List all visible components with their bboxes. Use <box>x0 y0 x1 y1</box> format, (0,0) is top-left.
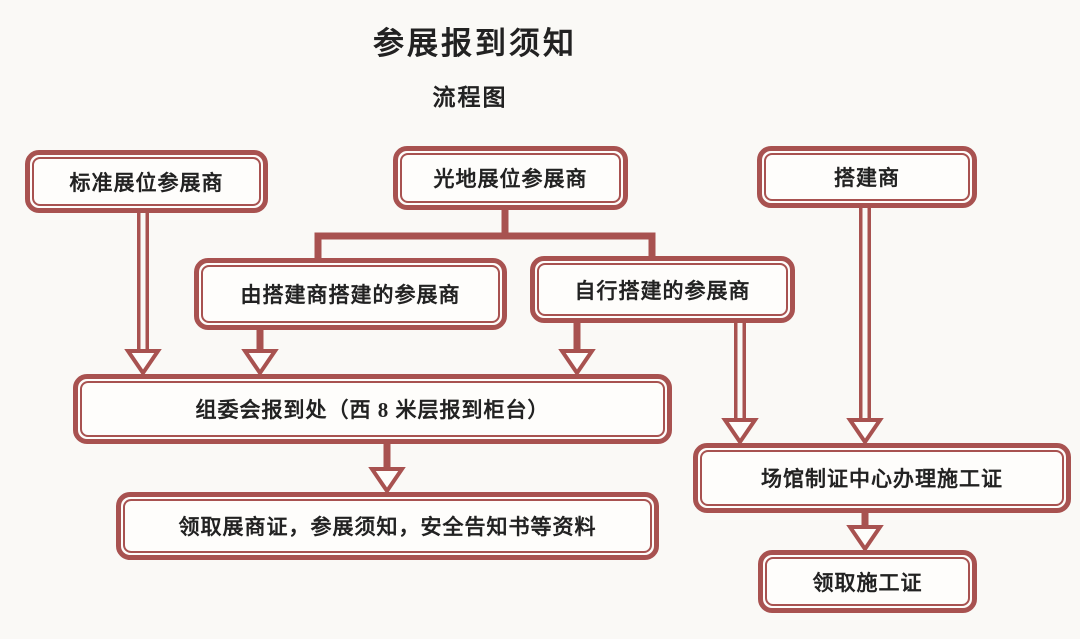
arrow-contractor-to-permit-center <box>846 206 884 446</box>
arrow-permit-center-to-collect <box>846 507 884 553</box>
node-checkin-desk: 组委会报到处（西 8 米层报到柜台） <box>73 374 672 444</box>
node-collect-materials: 领取展商证，参展须知，安全告知书等资料 <box>116 492 659 560</box>
page-subtitle: 流程图 <box>432 85 508 110</box>
node-collect-permit: 领取施工证 <box>758 550 977 613</box>
arrow-checkin-to-materials <box>368 438 406 495</box>
page-title: 参展报到须知 <box>373 26 577 61</box>
node-standard-booth-label: 标准展位参展商 <box>69 170 224 195</box>
node-permit-center: 场馆制证中心办理施工证 <box>693 443 1071 513</box>
node-built-by-contractor: 由搭建商搭建的参展商 <box>194 258 507 330</box>
node-raw-space-booth: 光地展位参展商 <box>393 146 628 210</box>
node-self-built: 自行搭建的参展商 <box>530 256 795 323</box>
node-standard-booth: 标准展位参展商 <box>25 150 268 213</box>
node-collect-permit-label: 领取施工证 <box>812 570 923 595</box>
node-self-built-label: 自行搭建的参展商 <box>574 278 751 303</box>
node-collect-materials-label: 领取展商证，参展须知，安全告知书等资料 <box>178 515 597 539</box>
arrow-builtby-to-checkin <box>241 324 279 377</box>
arrow-selfbuilt-to-permit-center <box>721 319 759 446</box>
node-permit-center-label: 场馆制证中心办理施工证 <box>761 467 1003 491</box>
node-raw-space-booth-label: 光地展位参展商 <box>433 167 588 191</box>
node-contractor: 搭建商 <box>757 146 977 208</box>
connector-rawspace-split <box>314 201 656 263</box>
node-checkin-desk-label: 组委会报到处（西 8 米层报到柜台） <box>195 398 550 422</box>
arrow-selfbuilt-to-checkin <box>558 317 596 377</box>
node-contractor-label: 搭建商 <box>834 166 900 190</box>
arrow-standard-to-checkin <box>124 211 162 377</box>
node-built-by-contractor-label: 由搭建商搭建的参展商 <box>240 283 461 307</box>
